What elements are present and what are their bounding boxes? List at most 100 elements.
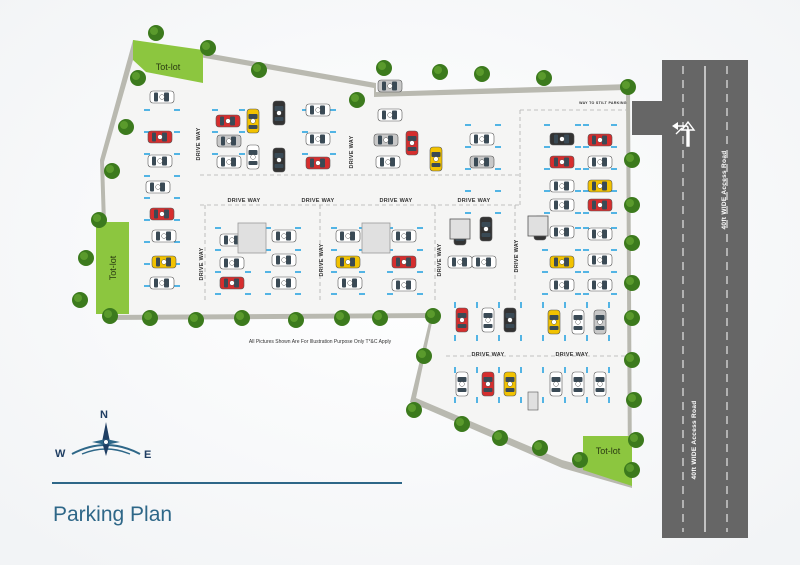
- car-icon: [549, 371, 563, 397]
- car-icon: [305, 132, 331, 146]
- tot-lot-top: [133, 40, 203, 83]
- tree-icon: [532, 440, 548, 456]
- tree-icon: [624, 197, 640, 213]
- car-icon: [469, 132, 495, 146]
- tree-icon: [624, 235, 640, 251]
- car-icon: [391, 255, 417, 269]
- car-icon: [246, 144, 260, 170]
- drive-way-label: DRIVE WAY: [301, 198, 334, 204]
- tree-icon: [454, 416, 470, 432]
- car-icon: [272, 100, 286, 126]
- compass-north-label: N: [100, 409, 108, 421]
- drive-way-label: DRIVE WAY: [349, 135, 355, 168]
- car-icon: [429, 146, 443, 172]
- car-icon: [147, 154, 173, 168]
- car-icon: [219, 276, 245, 290]
- tree-icon: [628, 432, 644, 448]
- trees: [72, 25, 644, 478]
- car-icon: [549, 278, 575, 292]
- drive-way-label: DRIVE WAY: [555, 352, 588, 358]
- drive-way-label: DRIVE WAY: [457, 198, 490, 204]
- tree-icon: [624, 310, 640, 326]
- drive-way-label: DRIVE WAY: [199, 247, 205, 280]
- drive-way-lines: [200, 109, 626, 357]
- tree-icon: [620, 79, 636, 95]
- tree-icon: [251, 62, 267, 78]
- tree-icon: [406, 402, 422, 418]
- tree-icon: [188, 312, 204, 328]
- car-icon: [547, 309, 561, 335]
- car-icon: [405, 130, 419, 156]
- car-icon: [503, 307, 517, 333]
- car-icon: [587, 198, 613, 212]
- drive-way-label: DRIVE WAY: [319, 243, 325, 276]
- tree-icon: [148, 25, 164, 41]
- car-icon: [549, 132, 575, 146]
- car-icon: [549, 155, 575, 169]
- car-icon: [215, 114, 241, 128]
- tree-icon: [376, 60, 392, 76]
- car-icon: [147, 130, 173, 144]
- entry-ramp: [632, 101, 664, 135]
- tree-icon: [234, 310, 250, 326]
- tree-icon: [624, 462, 640, 478]
- tree-icon: [416, 348, 432, 364]
- tree-icon: [536, 70, 552, 86]
- tot-lot-left: [96, 222, 129, 314]
- tree-icon: [572, 452, 588, 468]
- car-icon: [373, 133, 399, 147]
- car-icon: [335, 255, 361, 269]
- turn-arrow-head-icon: [672, 122, 678, 130]
- car-icon: [549, 179, 575, 193]
- compass-west-label: W: [55, 448, 66, 460]
- drive-way-label: DRIVE WAY: [227, 198, 260, 204]
- car-icon: [375, 155, 401, 169]
- drive-way-label: DRIVE WAY: [379, 198, 412, 204]
- car-icon: [447, 255, 473, 269]
- site-interior: [104, 46, 628, 478]
- tree-icon: [91, 212, 107, 228]
- car-icon: [549, 225, 575, 239]
- car-icon: [149, 207, 175, 221]
- disclaimer-text: All Pictures Shown Are For Illustration …: [248, 339, 392, 345]
- tree-icon: [288, 312, 304, 328]
- car-icon: [216, 155, 242, 169]
- turn-arrow-icon: [675, 120, 696, 147]
- tree-icon: [78, 250, 94, 266]
- tree-icon: [130, 70, 146, 86]
- car-icon: [271, 276, 297, 290]
- tree-icon: [102, 308, 118, 324]
- car-icon: [219, 256, 245, 270]
- tot-lot-bottom-right: [583, 436, 632, 486]
- car-icon: [391, 229, 417, 243]
- car-icon: [593, 371, 607, 397]
- tree-icon: [118, 119, 134, 135]
- car-icon: [587, 278, 613, 292]
- car-icon: [216, 134, 242, 148]
- tree-icon: [624, 352, 640, 368]
- car-icon: [503, 371, 517, 397]
- tree-icon: [104, 163, 120, 179]
- compass-icon: [71, 422, 141, 456]
- car-icon: [571, 309, 585, 335]
- car-icon: [151, 255, 177, 269]
- car-icon: [549, 255, 575, 269]
- drive-way-label: DRIVE WAY: [471, 352, 504, 358]
- car-icon: [571, 371, 585, 397]
- car-icon: [337, 276, 363, 290]
- car-icon: [587, 227, 613, 241]
- page-title: Parking Plan: [53, 503, 173, 526]
- tree-icon: [372, 310, 388, 326]
- car-icon: [145, 180, 171, 194]
- parked-cars: [145, 79, 613, 397]
- tree-icon: [349, 92, 365, 108]
- car-icon: [471, 255, 497, 269]
- tree-icon: [200, 40, 216, 56]
- car-icon: [587, 155, 613, 169]
- drive-way-label: DRIVE WAY: [196, 127, 202, 160]
- tree-icon: [624, 275, 640, 291]
- car-icon: [335, 229, 361, 243]
- tree-icon: [334, 310, 350, 326]
- tot-lot-label-left: Tot-lot: [108, 255, 118, 280]
